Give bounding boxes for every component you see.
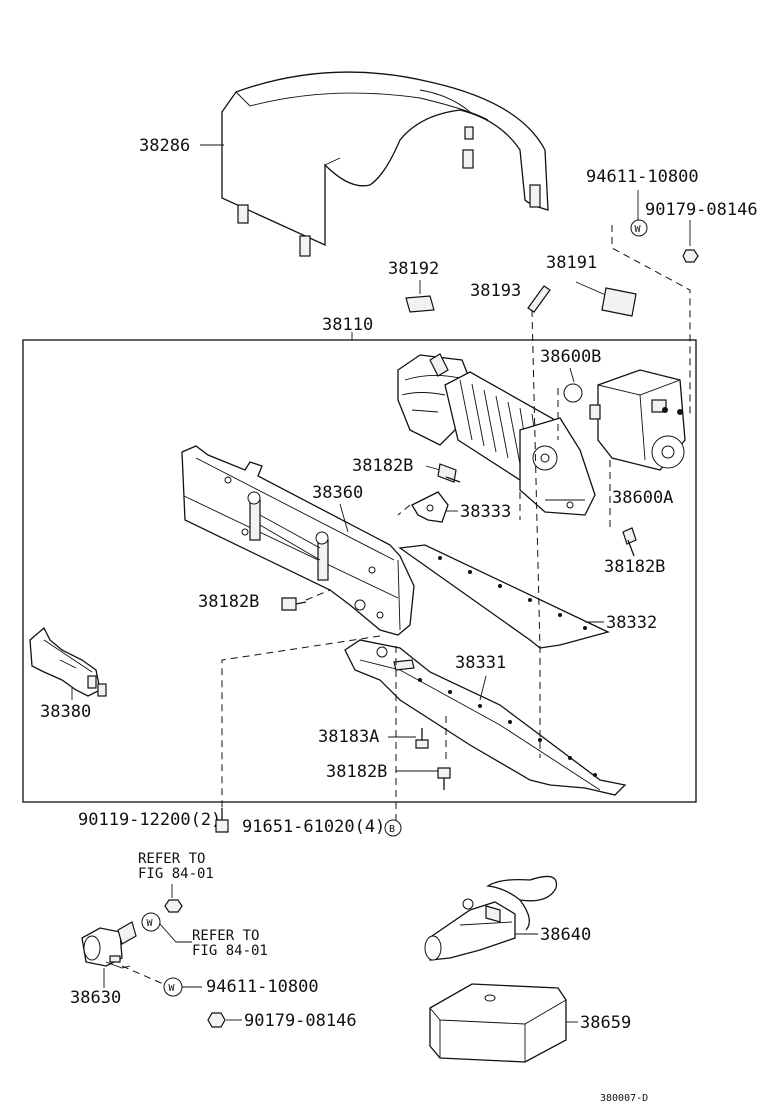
bracket-38333: [411, 491, 449, 523]
steering-housing: [397, 353, 471, 446]
label-38182B-right: 38182B: [604, 557, 665, 577]
label-38659: 38659: [580, 1013, 631, 1033]
bolt-icon: [437, 463, 457, 483]
bolt-icon: [622, 527, 637, 545]
strip-38193: [527, 285, 551, 313]
label-38600B: 38600B: [540, 347, 601, 367]
dash-washer-38600A: [611, 225, 691, 415]
pad-38192: [405, 295, 435, 313]
label-38332: 38332: [606, 613, 657, 633]
label-38183A: 38183A: [318, 727, 379, 747]
plate-38332: [398, 544, 610, 649]
motor-38600A: [589, 369, 686, 471]
bolt-icon: [281, 597, 297, 611]
label-38193: 38193: [470, 281, 521, 301]
label-38286: 38286: [139, 136, 190, 156]
lever-38640: [424, 875, 558, 961]
refer-note-2-line1: REFER TO: [192, 928, 259, 944]
svg-text:B: B: [389, 824, 395, 835]
label-38640: 38640: [540, 925, 591, 945]
crossmember-38331: [344, 639, 627, 796]
nut-icon: [682, 249, 699, 263]
bracket-assembly: [519, 417, 596, 516]
assembly-frame: [22, 339, 697, 803]
washer-icon: [141, 912, 161, 932]
label-90179-bottom: 90179-08146: [244, 1011, 357, 1031]
switch-38630: [81, 921, 137, 969]
frame-38360: [181, 445, 415, 636]
o-ring-38600B: [563, 383, 583, 403]
svg-text:W: W: [635, 224, 642, 235]
label-38600A: 38600A: [612, 488, 673, 508]
column-cover-38286: [221, 71, 549, 257]
refer-note-1-line1: REFER TO: [138, 851, 205, 867]
refer-note-1-line2: FIG 84-01: [138, 866, 214, 882]
label-94611-top: 94611-10800: [586, 167, 699, 187]
label-38333: 38333: [460, 502, 511, 522]
label-38192: 38192: [388, 259, 439, 279]
bolt-icon: [215, 819, 229, 833]
label-38182B-left: 38182B: [198, 592, 259, 612]
label-90119: 90119-12200(2): [78, 810, 221, 830]
bracket-38380: [29, 626, 107, 697]
label-90179-top: 90179-08146: [645, 200, 758, 220]
label-38380: 38380: [40, 702, 91, 722]
bolt-icon: [415, 739, 429, 749]
washer-icon: [630, 219, 648, 237]
label-38182B-top: 38182B: [352, 456, 413, 476]
nut-icon: [164, 899, 183, 913]
bolt-b-icon: [384, 819, 402, 837]
nut-icon: [207, 1012, 226, 1028]
label-38191: 38191: [546, 253, 597, 273]
svg-text:W: W: [169, 983, 176, 994]
svg-text:W: W: [147, 918, 154, 929]
label-38182B-bottom: 38182B: [326, 762, 387, 782]
case-38659: [429, 983, 567, 1063]
label-38360: 38360: [312, 483, 363, 503]
label-94611-bottom: 94611-10800: [206, 977, 319, 997]
label-91651: 91651-61020(4): [242, 817, 385, 837]
label-38110: 38110: [322, 315, 373, 335]
refer-note-2-line2: FIG 84-01: [192, 943, 268, 959]
label-38331: 38331: [455, 653, 506, 673]
bolt-icon: [437, 767, 451, 779]
figure-code: 380007-D: [600, 1093, 648, 1104]
label-38630: 38630: [70, 988, 121, 1008]
pad-38191: [601, 287, 637, 317]
